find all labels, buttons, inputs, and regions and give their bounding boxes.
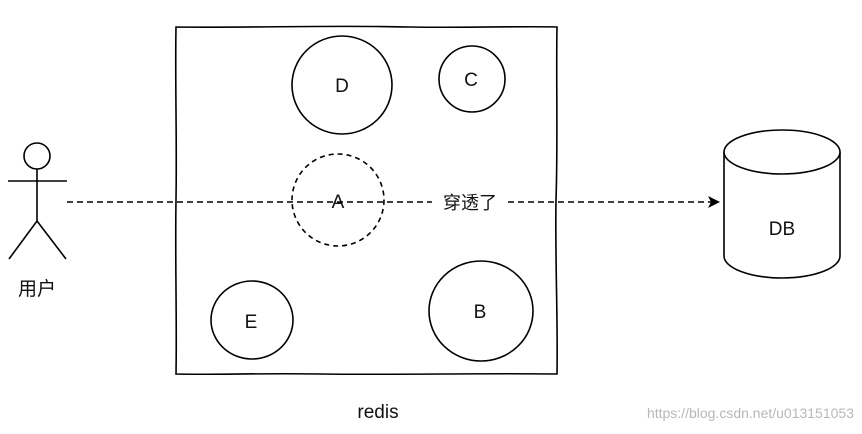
node-b: B — [428, 260, 534, 362]
node-a-missing: A — [291, 153, 385, 247]
node-b-label: B — [474, 302, 487, 323]
node-e-label: E — [245, 312, 258, 333]
database-label: DB — [769, 219, 795, 240]
redis-caption: redis — [357, 402, 398, 423]
penetration-label: 穿透了 — [443, 193, 497, 214]
node-c: C — [438, 45, 506, 113]
node-c-label: C — [464, 70, 478, 91]
user-label: 用户 — [18, 278, 56, 300]
watermark: https://blog.csdn.net/u013151053 — [647, 405, 854, 421]
penetration-arrow: 穿透了 — [67, 193, 720, 214]
database-cylinder-icon: DB — [723, 129, 841, 279]
node-d-label: D — [335, 76, 349, 97]
node-e: E — [210, 280, 294, 360]
user-actor-icon — [8, 142, 67, 260]
redis-container — [174, 25, 559, 376]
node-d: D — [291, 35, 393, 135]
